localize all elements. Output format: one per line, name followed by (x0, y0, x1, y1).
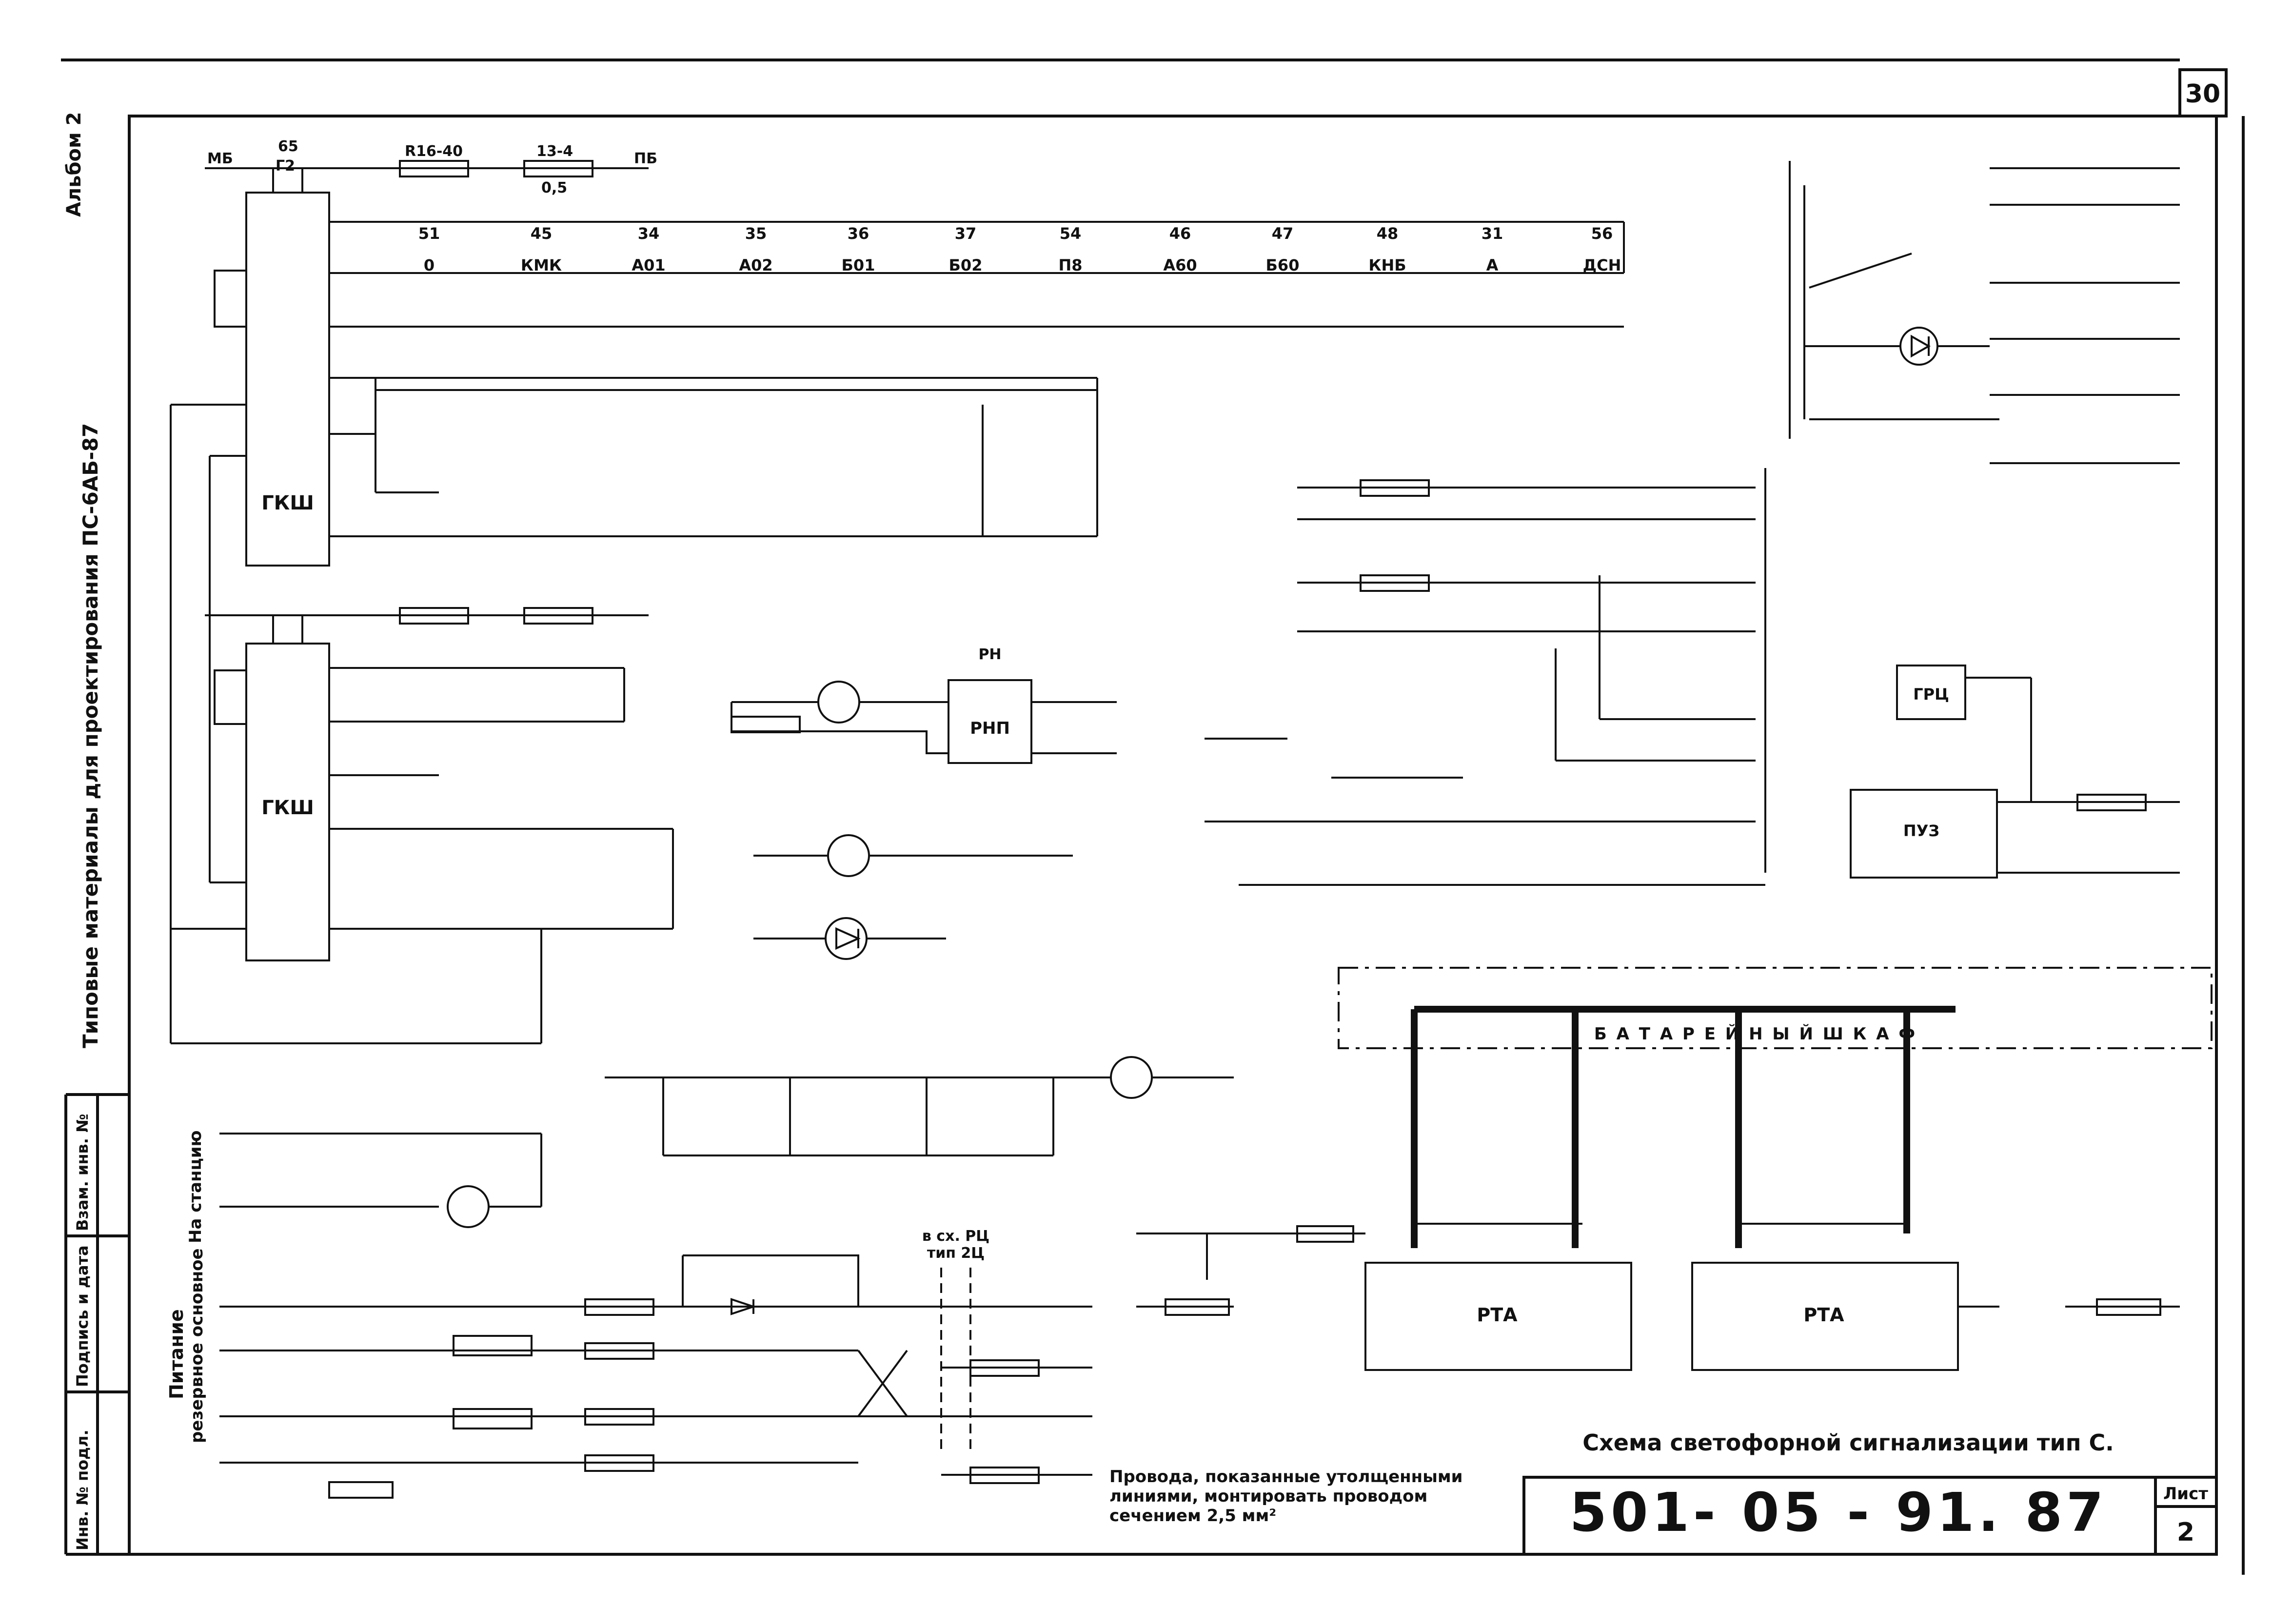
note-line-3: сечением 2,5 мм² (1109, 1506, 1276, 1526)
svg-text:48: 48 (1377, 224, 1399, 243)
svg-text:КМК: КМК (521, 256, 562, 274)
svg-text:А01: А01 (632, 256, 665, 274)
svg-text:А60: А60 (1163, 256, 1197, 274)
svg-text:31: 31 (1482, 224, 1503, 243)
svg-text:А02: А02 (739, 256, 772, 274)
svg-text:Г2: Г2 (276, 157, 295, 175)
svg-text:Б01: Б01 (842, 256, 875, 274)
power-block (171, 929, 1092, 1499)
svg-text:R16-40: R16-40 (405, 143, 463, 160)
battery-cabinet (1338, 967, 2213, 1248)
stamp-cell-sign: Подпись и дата (73, 1245, 92, 1387)
svg-text:0,5: 0,5 (541, 179, 567, 196)
battery-cabinet-label: Б А Т А Р Е Й Н Ы Й Ш К А Ф (1594, 1024, 1917, 1044)
sheet-label: Лист (2163, 1484, 2208, 1504)
svg-text:37: 37 (955, 224, 977, 243)
svg-text:35: 35 (745, 224, 767, 243)
svg-text:ПБ: ПБ (634, 150, 657, 167)
svg-text:Б60: Б60 (1266, 256, 1300, 274)
diagram-labels: МБ 65 Г2 R16-40 13-4 0,5 ПБ (207, 138, 657, 196)
svg-text:36: 36 (848, 224, 869, 243)
svg-text:МБ: МБ (207, 150, 233, 167)
frame (61, 59, 2245, 1575)
dsn-block (753, 834, 1073, 960)
rn-label: РН (978, 646, 1001, 663)
series-label: Типовые материалы для проектирования ПС-… (79, 423, 102, 1048)
svg-text:А: А (1486, 256, 1499, 274)
gksh-label-top: ГКШ (261, 492, 314, 514)
note-line-2: линиями, монтировать проводом (1109, 1487, 1427, 1506)
stamp-cell-replace: Взам. инв. № (73, 1114, 92, 1231)
album-label: Альбом 2 (63, 112, 85, 217)
puz-grc-block (1850, 665, 2180, 879)
rta-relays (1136, 1225, 2180, 1371)
svg-text:0: 0 (424, 256, 435, 274)
svg-text:46: 46 (1169, 224, 1191, 243)
svg-text:КНБ: КНБ (1368, 256, 1406, 274)
sheet-number: 2 (2177, 1518, 2194, 1547)
document-number: 501- 05 - 91. 87 (1569, 1481, 2107, 1544)
label-na-stanciyu: На станцию (186, 1130, 205, 1243)
diagram-title: Схема светофорной сигнализации тип С. (1582, 1429, 2114, 1456)
rta-label-left: РТА (1477, 1304, 1518, 1326)
svg-text:34: 34 (638, 224, 660, 243)
note-line-1: Провода, показанные утолщенными (1109, 1467, 1463, 1487)
svg-text:56: 56 (1591, 224, 1613, 243)
page-number: 30 (2185, 79, 2220, 109)
svg-text:45: 45 (531, 224, 553, 243)
gksh-block-mid (170, 404, 674, 1043)
stamp-cell-inv: Инв. № подл. (73, 1429, 92, 1550)
tc-transformer (1789, 161, 2180, 464)
svg-text:Б02: Б02 (949, 256, 983, 274)
svg-text:П8: П8 (1058, 256, 1082, 274)
series-contacts (605, 1056, 1234, 1156)
oxc-block (1205, 738, 1765, 886)
rnp-label: РНП (970, 719, 1010, 738)
svg-text:54: 54 (1060, 224, 1082, 243)
svg-text:47: 47 (1272, 224, 1294, 243)
svg-text:ДСН: ДСН (1583, 256, 1621, 274)
svg-text:13-4: 13-4 (536, 143, 573, 160)
svg-text:51: 51 (418, 224, 440, 243)
tp-transformer (1297, 468, 1766, 873)
svg-text:65: 65 (278, 138, 298, 155)
label-tip-2c: тип 2Ц (927, 1245, 985, 1262)
grc-label: ГРЦ (1913, 685, 1949, 704)
label-rezerv-osnov: резервное основное (187, 1248, 207, 1443)
rnp-block (731, 679, 1117, 764)
gksh-label-mid: ГКШ (261, 797, 314, 819)
relay-labels-row: 51 0 45 КМК 34 А01 35 А02 36 Б01 37 Б02 … (418, 224, 1621, 274)
label-v-sx-rc: в сх. РЦ (922, 1228, 989, 1245)
label-pitanie: Питание (166, 1309, 187, 1399)
puz-label: ПУЗ (1903, 822, 1939, 840)
rta-label-right: РТА (1803, 1304, 1844, 1326)
gksh-block-top (205, 160, 1625, 567)
